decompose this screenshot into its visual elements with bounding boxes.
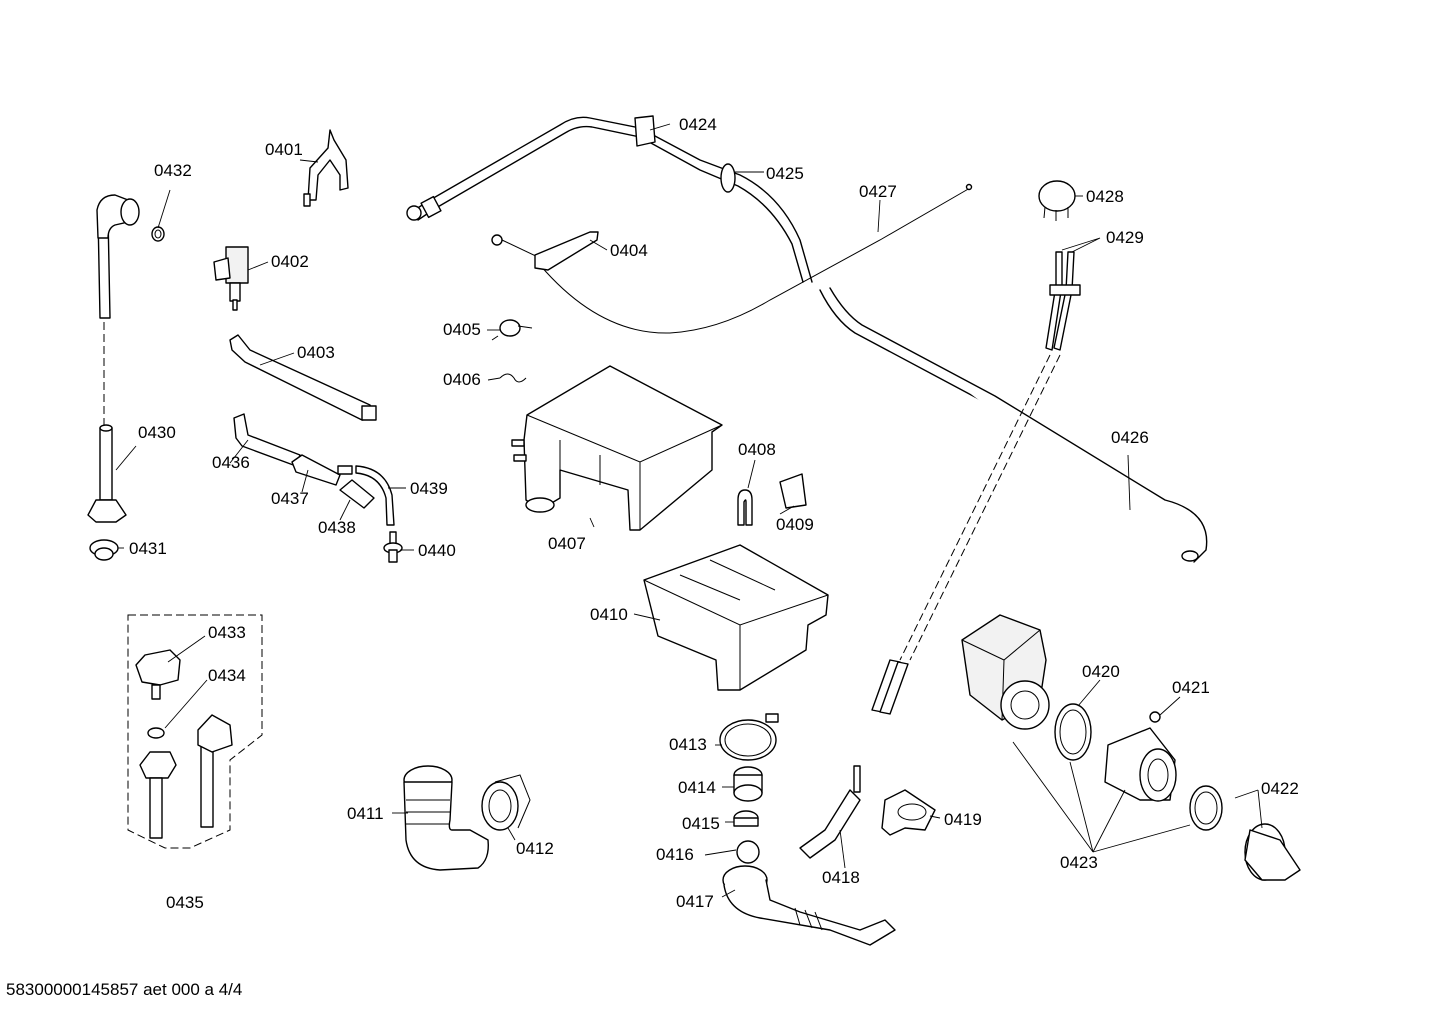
assembly-line-0429	[899, 354, 1051, 661]
part-0406-spring	[499, 373, 527, 383]
part-0432-elbow	[96, 194, 165, 319]
part-0433-valve	[135, 649, 181, 700]
label-0423: 0423	[1060, 853, 1098, 872]
part-0428-pressure-switch	[1038, 180, 1076, 221]
label-0430: 0430	[138, 423, 176, 442]
label-0402: 0402	[271, 252, 309, 271]
label-0425: 0425	[766, 164, 804, 183]
label-0415: 0415	[682, 814, 720, 833]
label-0434: 0434	[208, 666, 246, 685]
part-0429-tubes	[1045, 251, 1081, 351]
label-0428: 0428	[1086, 187, 1124, 206]
part-0415-ring	[733, 810, 759, 827]
part-0430-pipe	[87, 424, 127, 523]
label-0411: 0411	[347, 804, 384, 823]
part-0402-valve	[213, 246, 249, 311]
part-0427-cable	[539, 183, 973, 334]
part-0422-seal	[1189, 785, 1301, 881]
label-0405: 0405	[443, 320, 481, 339]
part-0411-elbow	[403, 765, 489, 871]
label-0412: 0412	[516, 839, 554, 858]
drawing-code: 58300000145857 aet 000 a 4/4	[6, 980, 243, 999]
part-0418-hose	[799, 765, 861, 859]
part-0410-detergent-drawer	[643, 544, 829, 691]
part-0437-connector	[291, 454, 353, 486]
part-0435-hoses	[139, 714, 233, 839]
part-0404-bracket	[491, 231, 599, 271]
label-0407: 0407	[548, 534, 586, 553]
part-0408-clip	[737, 489, 753, 526]
part-0417-sump	[722, 865, 896, 946]
part-0405-hinge	[491, 319, 533, 341]
part-0403-tube	[229, 334, 377, 421]
part-pump-motor	[961, 614, 1050, 730]
part-0419-filter-cap	[881, 789, 936, 836]
label-0417: 0417	[676, 892, 714, 911]
part-0401-clip	[303, 129, 349, 207]
part-0429-tube-end	[871, 659, 909, 715]
label-0410: 0410	[590, 605, 628, 624]
label-0406: 0406	[443, 370, 481, 389]
label-0435: 0435	[166, 893, 204, 912]
label-0409: 0409	[776, 515, 814, 534]
label-0436: 0436	[212, 453, 250, 472]
label-0429: 0429	[1106, 228, 1144, 247]
part-0434-washer	[147, 727, 165, 739]
part-0414-bearing	[733, 766, 763, 802]
label-0414: 0414	[678, 778, 716, 797]
label-0427: 0427	[859, 182, 897, 201]
label-0416: 0416	[656, 845, 694, 864]
part-labels: 0401 0402 0403 0404 0405 0406 0407 0408 …	[129, 115, 1299, 912]
part-0409-cover	[779, 473, 807, 509]
part-0439-hose	[355, 465, 395, 526]
part-0424-hose	[406, 115, 813, 283]
part-0440-plug	[383, 531, 403, 563]
label-0420: 0420	[1082, 662, 1120, 681]
assembly-line-0429b	[909, 354, 1061, 661]
label-0413: 0413	[669, 735, 707, 754]
part-0407-dispenser-housing	[511, 365, 723, 531]
label-0419: 0419	[944, 810, 982, 829]
label-0433: 0433	[208, 623, 246, 642]
label-0426: 0426	[1111, 428, 1149, 447]
label-0439: 0439	[410, 479, 448, 498]
label-0437: 0437	[271, 489, 309, 508]
part-0425-clamp	[720, 163, 736, 193]
part-0438-sleeve	[339, 479, 375, 509]
part-0416-ball	[736, 840, 760, 864]
label-0421: 0421	[1172, 678, 1210, 697]
part-0413-seal	[719, 713, 779, 761]
label-0401: 0401	[265, 140, 303, 159]
label-0403: 0403	[297, 343, 335, 362]
label-0432: 0432	[154, 161, 192, 180]
leader-lines	[115, 123, 1263, 898]
part-0421-pump-housing	[1104, 711, 1177, 802]
kit-0435-boundary	[127, 614, 263, 849]
label-0404: 0404	[610, 241, 648, 260]
label-0422: 0422	[1261, 779, 1299, 798]
label-0438: 0438	[318, 518, 356, 537]
label-0440: 0440	[418, 541, 456, 560]
part-0412-sleeve	[481, 774, 531, 831]
part-0431-cap	[89, 539, 119, 561]
label-0418: 0418	[822, 868, 860, 887]
part-0420-oring	[1054, 703, 1092, 761]
label-0431: 0431	[129, 539, 167, 558]
label-0408: 0408	[738, 440, 776, 459]
part-0426-drain-hose	[819, 287, 1208, 563]
label-0424: 0424	[679, 115, 717, 134]
